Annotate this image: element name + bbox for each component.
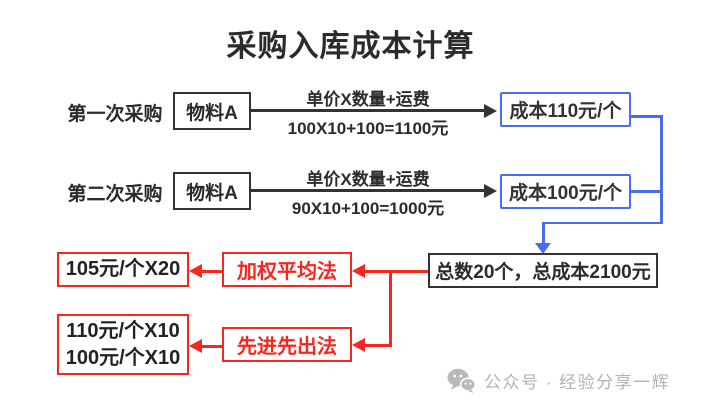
row1-arrow-right-icon [484, 104, 497, 118]
blue-connector-vertical [660, 115, 663, 224]
total-label: 总数20个，总成本2100元 [435, 262, 651, 283]
result-box-fifo: 110元/个X10 100元/个X10 [57, 314, 189, 375]
row1-material-box: 物料A [173, 92, 251, 130]
blue-arrow-down-icon [535, 243, 551, 254]
row2-cost-label: 成本100元/个 [509, 183, 622, 204]
red-arrow-left-fifo-icon [352, 338, 365, 352]
row2-label: 第二次采购 [67, 184, 163, 205]
blue-connector-row1-out [630, 115, 662, 118]
row2-arrow-right-icon [484, 184, 497, 198]
row2-flow-line [249, 189, 485, 192]
row1-cost-box: 成本110元/个 [500, 92, 631, 127]
total-box: 总数20个，总成本2100元 [428, 253, 658, 288]
row1-material-label: 物料A [186, 102, 238, 124]
method-fifo-label: 先进先出法 [237, 336, 337, 358]
method-box-fifo: 先进先出法 [222, 327, 352, 362]
blue-connector-drop [542, 221, 545, 245]
row2-formula-bottom: 90X10+100=1000元 [291, 199, 445, 218]
row2-material-label: 物料A [186, 182, 238, 204]
method-box-weighted-average: 加权平均法 [222, 252, 352, 287]
result-fifo-line1: 110元/个X10 [66, 319, 180, 342]
row1-formula-top: 单价X数量+运费 [306, 90, 430, 109]
row1-cost-label: 成本110元/个 [509, 101, 622, 122]
row2-formula-top: 单价X数量+运费 [306, 170, 430, 189]
red-arrow-left-fifo-result-icon [189, 339, 202, 353]
blue-connector-row2-out [630, 190, 662, 193]
row2-cost-box: 成本100元/个 [500, 174, 631, 209]
wechat-icon [447, 368, 476, 393]
red-line-wa-to-result [200, 269, 222, 273]
red-line-total-to-wa [363, 269, 428, 273]
watermark-text: 公众号 · 经验分享一辉 [484, 373, 671, 392]
row1-label: 第一次采购 [67, 104, 163, 125]
blue-connector-horizontal [542, 221, 662, 224]
method-weighted-average-label: 加权平均法 [237, 261, 337, 283]
result-fifo-line2: 100元/个X10 [65, 346, 181, 369]
result-weighted-average-line: 105元/个X20 [65, 258, 181, 280]
red-line-branch-vertical [389, 269, 392, 346]
row2-material-box: 物料A [173, 172, 251, 210]
red-line-branch-to-fifo [363, 343, 392, 347]
page-title: 采购入库成本计算 [226, 30, 475, 63]
row1-flow-line [249, 109, 485, 112]
red-arrow-left-wa-result-icon [189, 264, 202, 278]
red-line-fifo-to-result [200, 344, 222, 348]
red-arrow-left-wa-icon [352, 264, 365, 278]
row1-formula-bottom: 100X10+100=1100元 [287, 119, 449, 138]
result-box-weighted-average: 105元/个X20 [57, 252, 189, 287]
watermark: 公众号 · 经验分享一辉 [447, 368, 670, 393]
